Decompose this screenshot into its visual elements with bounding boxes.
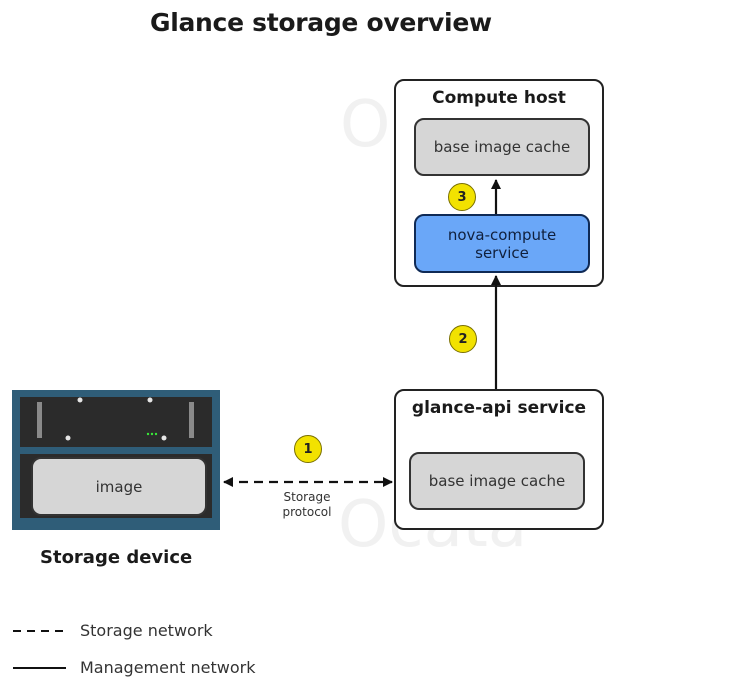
legend-storage-network: Storage network: [80, 621, 213, 640]
diagram-title: Glance storage overview: [150, 8, 492, 37]
storage-device-led: [150, 432, 154, 436]
step-3-badge: 3: [448, 183, 476, 211]
storage-protocol-label: Storage protocol: [272, 490, 342, 520]
compute-host-label: Compute host: [432, 88, 566, 108]
storage-device-led: [154, 432, 158, 436]
storage-device-screw: [161, 435, 167, 441]
glance-api-label: glance-api service: [411, 398, 587, 418]
legend-management-network: Management network: [80, 658, 256, 677]
glance-cache-label: base image cache: [428, 472, 566, 490]
nova-compute-service-box: nova-compute service: [414, 214, 590, 273]
step-2-badge: 2: [449, 325, 477, 353]
storage-protocol-line1: Storage: [283, 490, 331, 504]
storage-device-handle-left: [37, 402, 42, 438]
storage-device-front-panel: [20, 397, 212, 447]
storage-image-box: image: [31, 457, 207, 516]
nova-compute-line2: service: [475, 243, 529, 262]
storage-device-screw: [77, 397, 83, 403]
storage-device-screw: [65, 435, 71, 441]
compute-cache-label: base image cache: [433, 138, 571, 156]
storage-device-label: Storage device: [40, 547, 193, 568]
glance-api-base-image-cache: base image cache: [409, 452, 585, 510]
storage-protocol-line2: protocol: [282, 505, 332, 519]
compute-host-base-image-cache: base image cache: [414, 118, 590, 176]
storage-device-screw: [147, 397, 153, 403]
storage-image-label: image: [95, 477, 143, 496]
storage-device-led: [146, 432, 150, 436]
step-1-badge: 1: [294, 435, 322, 463]
nova-compute-line1: nova-compute: [447, 225, 557, 244]
storage-device-handle-right: [189, 402, 194, 438]
